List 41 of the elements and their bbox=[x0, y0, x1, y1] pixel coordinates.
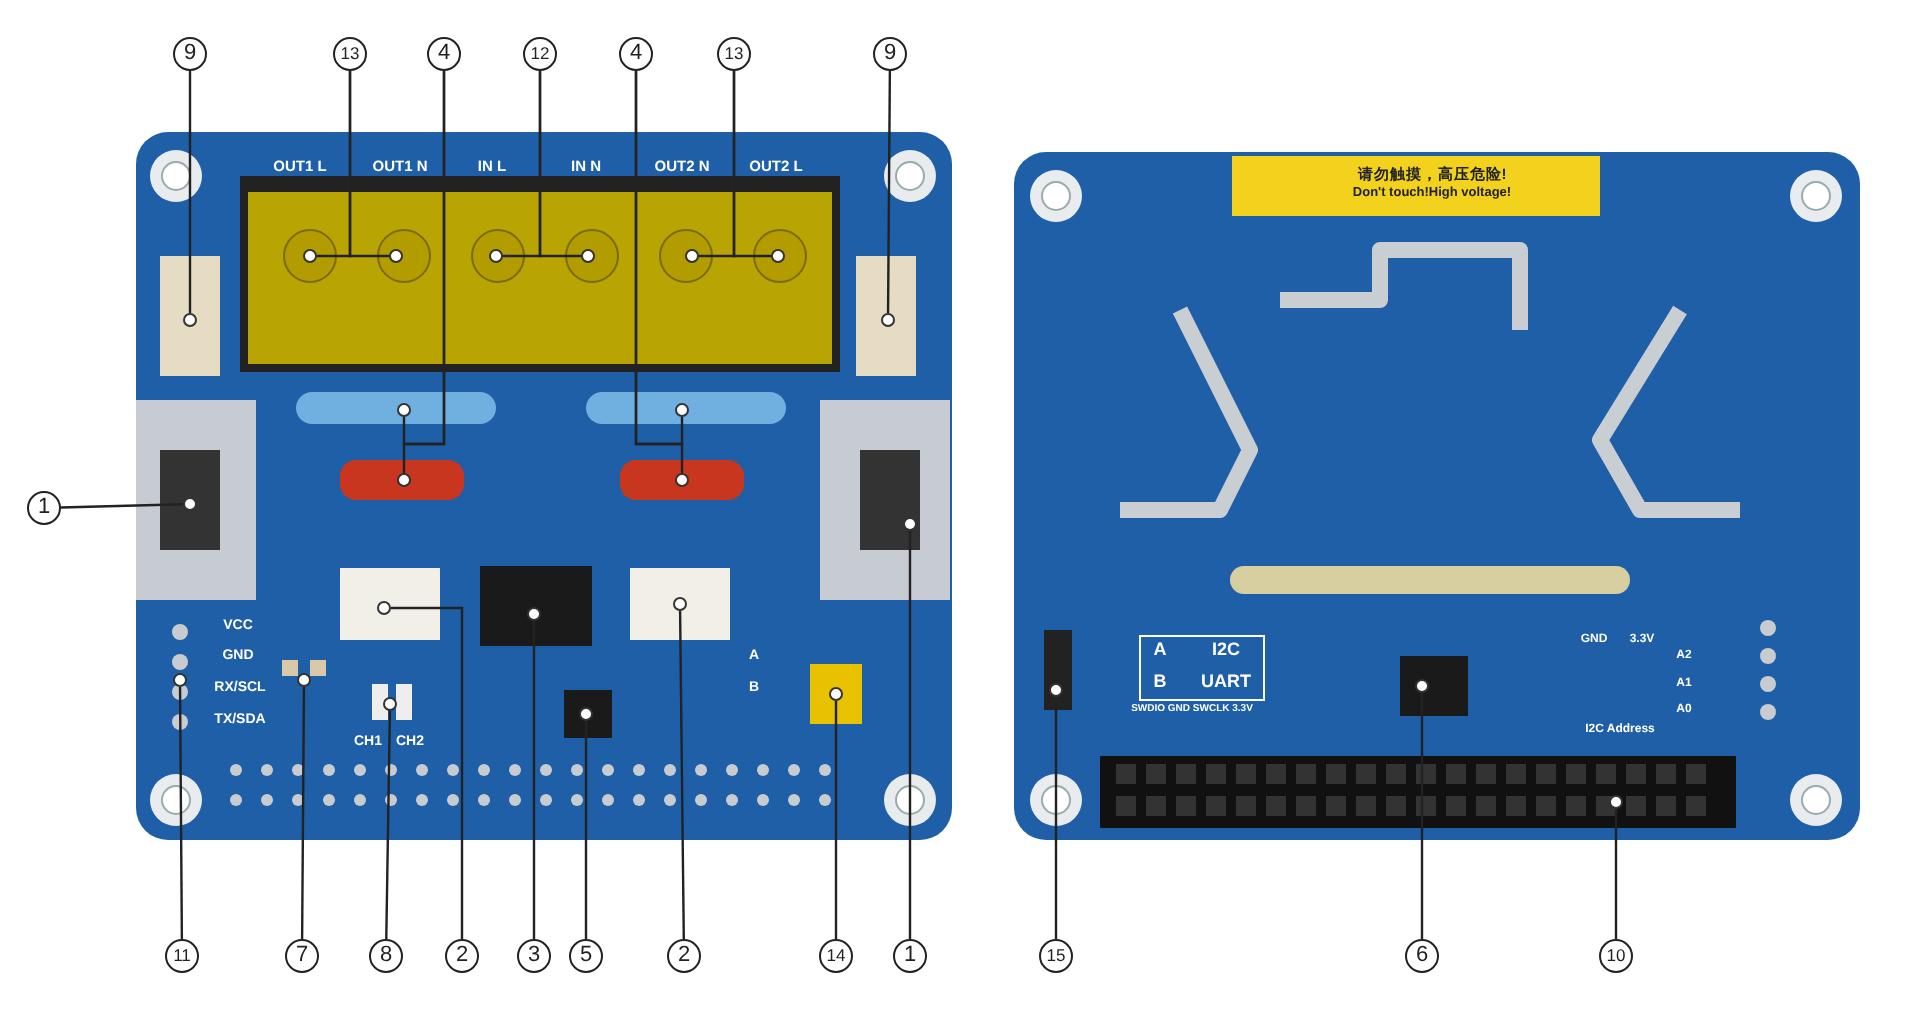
callout-number: 5 bbox=[569, 939, 603, 973]
callout-number: 9 bbox=[873, 37, 907, 71]
callout-number: 11 bbox=[165, 939, 199, 973]
leader-line bbox=[732, 71, 771, 258]
leader-line bbox=[385, 710, 392, 940]
callout-number: 10 bbox=[1599, 939, 1633, 973]
callout-number: 13 bbox=[717, 37, 751, 71]
leader-line bbox=[886, 71, 892, 313]
callout-number: 3 bbox=[517, 939, 551, 973]
silkscreen-label: UART bbox=[1201, 673, 1251, 691]
callout-number: 4 bbox=[619, 37, 653, 71]
leader-line bbox=[188, 71, 192, 313]
leader-line bbox=[538, 71, 581, 258]
callout-number: 6 bbox=[1405, 939, 1439, 973]
callout-number: 8 bbox=[369, 939, 403, 973]
leader-line bbox=[678, 611, 685, 939]
leader-line bbox=[834, 701, 838, 939]
callout-number: 4 bbox=[427, 37, 461, 71]
leader-line bbox=[908, 531, 912, 939]
silkscreen-label: B bbox=[1153, 673, 1167, 691]
callout-number: 14 bbox=[819, 939, 853, 973]
leader-line bbox=[300, 687, 306, 939]
leader-line bbox=[584, 721, 588, 939]
callout-number: 1 bbox=[27, 491, 61, 525]
leader-line bbox=[60, 503, 184, 509]
callout-number: 15 bbox=[1039, 939, 1073, 973]
leader-line bbox=[391, 606, 464, 939]
silkscreen-label: I2C bbox=[1212, 641, 1240, 659]
leader-line bbox=[1614, 809, 1618, 939]
leader-line bbox=[178, 687, 184, 939]
leader-line bbox=[532, 621, 536, 939]
leader-line bbox=[1420, 693, 1424, 939]
callout-number: 2 bbox=[667, 939, 701, 973]
callout-number: 13 bbox=[333, 37, 367, 71]
callout-number: 2 bbox=[445, 939, 479, 973]
leader-line bbox=[348, 71, 389, 258]
callout-number: 1 bbox=[893, 939, 927, 973]
callout-number: 9 bbox=[173, 37, 207, 71]
callout-number: 7 bbox=[285, 939, 319, 973]
silkscreen-label: A bbox=[1153, 641, 1167, 659]
callout-number: 12 bbox=[523, 37, 557, 71]
